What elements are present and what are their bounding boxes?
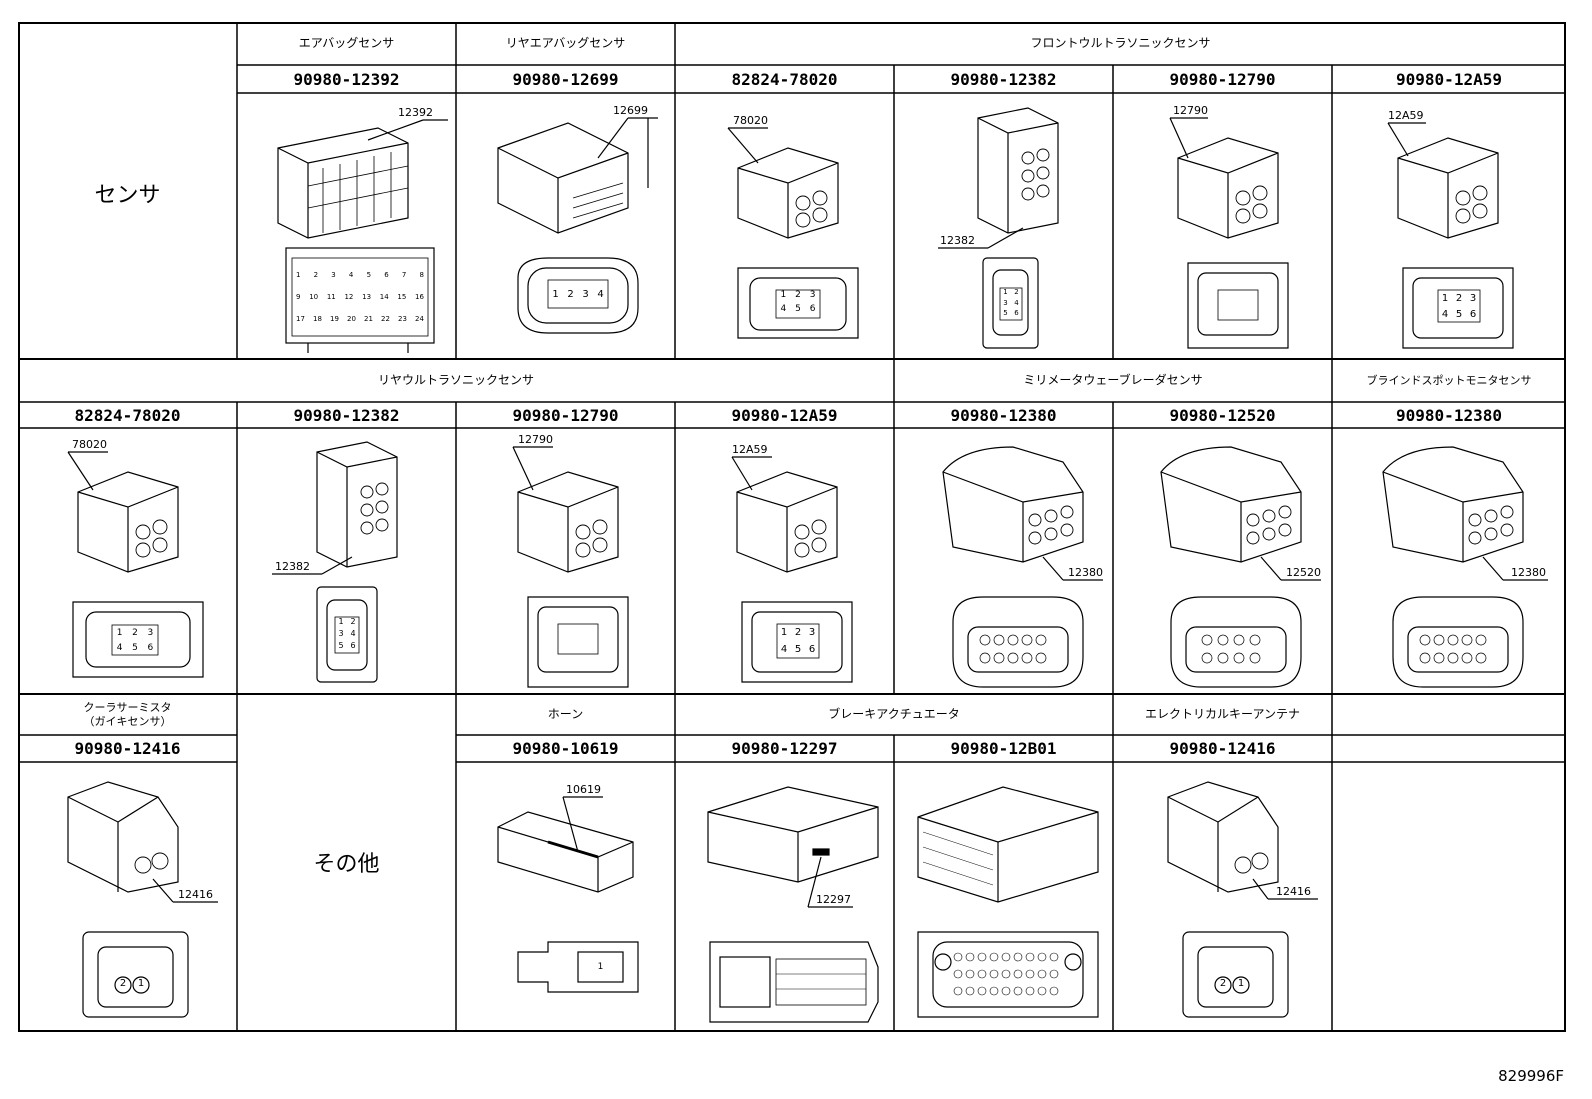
group-label-electrical-key-antenna: エレクトリカルキーアンテナ [1144, 707, 1301, 721]
part-number: 90980-12A59 [1396, 69, 1502, 89]
connector-drawing-12790: 12790 [488, 432, 668, 692]
connector-tag: 12382 [275, 560, 310, 573]
part-number: 90980-12392 [293, 69, 400, 89]
connector-drawing-12297: 12297 [698, 767, 888, 1027]
group-label-millimeter-wave-radar-sensor: ミリメータウェーブレーダセンサ [1023, 373, 1203, 387]
connector-tag: 12380 [1068, 566, 1103, 579]
connector-tag: 12699 [613, 104, 648, 117]
connector-drawing-12520: 12520 [1141, 432, 1326, 692]
part-number: 90980-12297 [731, 739, 838, 758]
connector-tag: 12416 [178, 888, 213, 901]
diagram-reference-code: 829996F [1498, 1067, 1564, 1085]
part-number: 90980-12382 [293, 405, 400, 425]
cooler-thermistor-line2: （ガイキセンサ） [83, 714, 172, 728]
connector-drawing-12B01 [913, 767, 1103, 1027]
connector-drawing-12380: 12380 [1363, 432, 1558, 692]
connector-table: センサ その他 エアバッグセンサ リヤエアバッグセンサ フロントウルトラソニック… [18, 22, 1566, 1032]
part-number: 90980-12416 [74, 739, 181, 758]
connector-tag: 12790 [1173, 104, 1208, 117]
connector-tag: 10619 [566, 783, 601, 796]
connector-tag: 12520 [1286, 566, 1321, 579]
connector-tag: 12790 [518, 433, 553, 446]
cooler-thermistor-line1: クーラサーミスタ [83, 700, 172, 714]
group-label-horn: ホーン [547, 707, 584, 721]
connector-drawing-12790: 12790 [1148, 98, 1328, 358]
group-label-cooler-thermistor: クーラサーミスタ （ガイキセンサ） [18, 694, 237, 735]
other-section-label: その他 [313, 852, 380, 877]
connector-tag: 12A59 [732, 443, 768, 456]
group-label-brake-actuator: ブレーキアクチュエータ [828, 707, 960, 721]
group-label-blind-spot-monitor-sensor: ブラインドスポットモニタセンサ [1366, 374, 1532, 387]
group-label-airbag-sensor: エアバッグセンサ [298, 36, 395, 50]
part-number: 90980-10619 [512, 739, 619, 758]
connector-drawing-12380: 12380 [923, 432, 1108, 692]
part-number: 90980-12520 [1169, 405, 1276, 425]
part-number: 90980-12382 [950, 69, 1057, 89]
connector-tag: 12382 [940, 234, 975, 247]
connector-tag: 12297 [816, 893, 851, 906]
group-label-front-ultrasonic-sensor: フロントウルトラソニックセンサ [1030, 36, 1211, 50]
part-number: 90980-12790 [512, 405, 619, 425]
part-number: 90980-12699 [512, 69, 619, 89]
part-number: 90980-12416 [1169, 739, 1276, 758]
connector-tag: 12A59 [1388, 109, 1424, 122]
part-number: 90980-12B01 [950, 739, 1057, 758]
part-number: 90980-12790 [1169, 69, 1276, 89]
connector-tag: 12380 [1511, 566, 1546, 579]
part-number: 90980-12A59 [731, 405, 838, 425]
pin-label-1: 1 [597, 962, 604, 972]
part-number: 82824-78020 [731, 69, 838, 89]
connector-tag: 78020 [72, 438, 107, 451]
connector-tag: 12416 [1276, 885, 1311, 898]
group-label-rear-airbag-sensor: リヤエアバッグセンサ [505, 36, 626, 50]
part-number: 82824-78020 [74, 405, 181, 425]
group-label-rear-ultrasonic-sensor: リヤウルトラソニックセンサ [377, 373, 534, 387]
part-number: 90980-12380 [1396, 405, 1502, 425]
table-grid-lines [18, 22, 1566, 1032]
part-number: 90980-12380 [950, 405, 1057, 425]
sensor-section-label: センサ [94, 183, 161, 208]
connector-tag: 78020 [733, 114, 768, 127]
connector-tag: 12392 [398, 106, 433, 119]
connector-drawing-10619: 10619 1 [488, 767, 668, 1027]
